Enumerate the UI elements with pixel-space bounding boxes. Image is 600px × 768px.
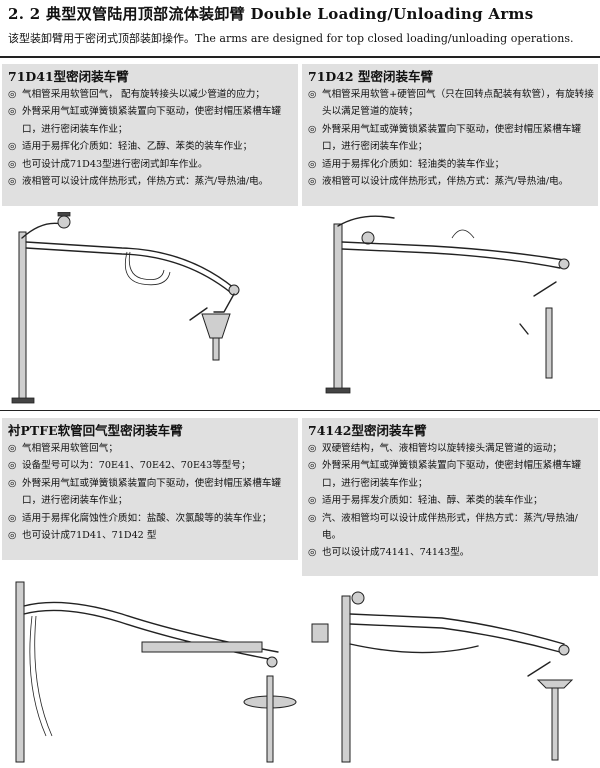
feature-item: 外臂采用气缸或弹簧锁紧装置向下驱动，使密封帽压紧槽车罐口，进行密闭装车作业；	[8, 475, 294, 510]
arm-71d42-drawing	[302, 212, 598, 404]
drop-tube	[266, 675, 274, 763]
feature-item: 也可设计成71D41、71D42 型	[8, 527, 294, 545]
panel-title: 71D42 型密闭装车臂	[308, 69, 433, 84]
feature-item: 适用于易挥化介质如：轻油类的装车作业；	[308, 156, 594, 174]
handle	[189, 307, 208, 321]
feature-item: 液相管可以设计成伴热形式，伴热方式：蒸汽/导热油/电。	[8, 173, 294, 191]
feature-item: 气相管采用软管回气， 配有旋转接头以减少管道的应力；	[8, 86, 294, 104]
feature-item: 双硬管结构，气、液相管均以旋转接头满足管道的运动；	[308, 440, 594, 458]
panel-71d42: 71D42 型密闭装车臂 气相管采用软管+硬管回气（只在回转点配装有软管），有旋…	[302, 64, 598, 206]
panel-71d41: 71D41型密闭装车臂 气相管采用软管回气， 配有旋转接头以减少管道的应力； 外…	[2, 64, 298, 206]
riser-column	[18, 231, 27, 403]
panel-ptfe: 衬PTFE软管回气型密闭装车臂 气相管采用软管回气； 设备型号可以为：70E41…	[2, 418, 298, 560]
feature-item: 适用于易挥发介质如：轻油、醇、苯类的装车作业；	[308, 492, 594, 510]
riser-column	[15, 581, 25, 763]
inlet-pipe	[337, 215, 395, 227]
outer-arm	[213, 293, 235, 313]
elbow-swivel	[266, 656, 278, 668]
handle	[519, 323, 529, 335]
feature-list: 气相管采用软管回气， 配有旋转接头以减少管道的应力； 外臂采用气缸或弹簧锁紧装置…	[8, 86, 294, 191]
feature-item: 外臂采用气缸或弹簧锁紧装置向下驱动，使密封帽压紧槽车罐口，进行密闭装车作业；	[308, 457, 594, 492]
inner-arm-lower	[23, 609, 275, 661]
sealing-cap	[536, 679, 574, 689]
panel-74142: 74142型密闭装车臂 双硬管结构，气、液相管均以旋转接头满足管道的运动； 外臂…	[302, 418, 598, 576]
feature-item: 汽、液相管均可以设计成伴热形式，伴热方式：蒸汽/导热油/电。	[308, 510, 594, 545]
inner-arm-lower	[349, 623, 561, 653]
feature-item: 外臂采用气缸或弹簧锁紧装置向下驱动，使密封帽压紧槽车罐口，进行密闭装车作业；	[8, 103, 294, 138]
feature-item: 气相管采用软管回气；	[8, 440, 294, 458]
outer-arm	[527, 661, 551, 677]
feature-item: 外臂采用气缸或弹簧锁紧装置向下驱动，使密封帽压紧槽车罐口，进行密闭装车作业；	[308, 121, 594, 156]
hose-loop	[124, 251, 171, 286]
page-title: 2. 2 典型双管陆用顶部流体装卸臂 Double Loading/Unload…	[8, 5, 534, 23]
arm-ptfe-drawing	[2, 576, 298, 764]
feature-list: 气相管采用软管回气； 设备型号可以为：70E41、70E42、70E43等型号；…	[8, 440, 294, 545]
inner-arm-upper	[25, 241, 235, 289]
feature-item: 设备型号可以为：70E41、70E42、70E43等型号；	[8, 457, 294, 475]
base-plate	[325, 387, 351, 394]
drop-tube	[212, 337, 220, 361]
inner-arm-lower	[341, 248, 561, 269]
inner-arm-upper	[341, 241, 565, 261]
feature-item: 也可设计成71D43型进行密闭式卸车作业。	[8, 156, 294, 174]
vapor-hose-inner	[34, 615, 53, 737]
hose-loop	[451, 229, 475, 239]
inlet-pipe	[21, 222, 63, 239]
hose-loop-inner	[128, 251, 165, 280]
drop-tube	[551, 687, 559, 761]
feature-item: 适用于易挥化腐蚀性介质如：盐酸、次氯酸等的装车作业；	[8, 510, 294, 528]
base-plate	[11, 397, 35, 404]
feature-item: 气相管采用软管+硬管回气（只在回转点配装有软管），有旋转接头以满足管道的旋转；	[308, 86, 594, 121]
top-flange	[57, 211, 71, 217]
drop-tube	[545, 307, 553, 379]
arm-71d41-drawing	[2, 211, 298, 404]
swivel-joint	[361, 231, 375, 245]
vapor-hose	[29, 615, 47, 737]
feature-item: 液相管可以设计成伴热形式，伴热方式：蒸汽/导热油/电。	[308, 173, 594, 191]
outer-arm	[141, 641, 263, 653]
outer-arm	[533, 281, 557, 297]
panel-title: 74142型密闭装车臂	[308, 423, 427, 438]
middle-divider	[0, 410, 600, 411]
elbow-swivel	[558, 644, 570, 656]
page-subtitle: 该型装卸臂用于密闭式顶部装卸操作。The arms are designed f…	[8, 32, 574, 45]
feature-list: 气相管采用软管+硬管回气（只在回转点配装有软管），有旋转接头以满足管道的旋转； …	[308, 86, 594, 191]
inner-arm-upper	[349, 613, 565, 645]
riser-column	[333, 223, 343, 393]
top-swivel	[351, 591, 365, 605]
feature-item: 适用于易挥化介质如：轻油、乙醇、苯类的装车作业；	[8, 138, 294, 156]
panel-title: 71D41型密闭装车臂	[8, 69, 129, 84]
elbow-swivel	[558, 258, 570, 270]
control-box	[311, 623, 329, 643]
riser-column	[341, 595, 351, 763]
panel-title: 衬PTFE软管回气型密闭装车臂	[8, 423, 183, 438]
vapor-pipe	[349, 643, 479, 654]
inner-arm-lower	[25, 247, 231, 293]
feature-item: 也可以设计成74141、74143型。	[308, 544, 594, 562]
top-divider	[0, 56, 600, 58]
sealing-cone	[201, 313, 231, 339]
arm-74142-drawing	[302, 584, 598, 764]
top-swivel	[57, 215, 71, 229]
feature-list: 双硬管结构，气、液相管均以旋转接头满足管道的运动； 外臂采用气缸或弹簧锁紧装置向…	[308, 440, 594, 562]
